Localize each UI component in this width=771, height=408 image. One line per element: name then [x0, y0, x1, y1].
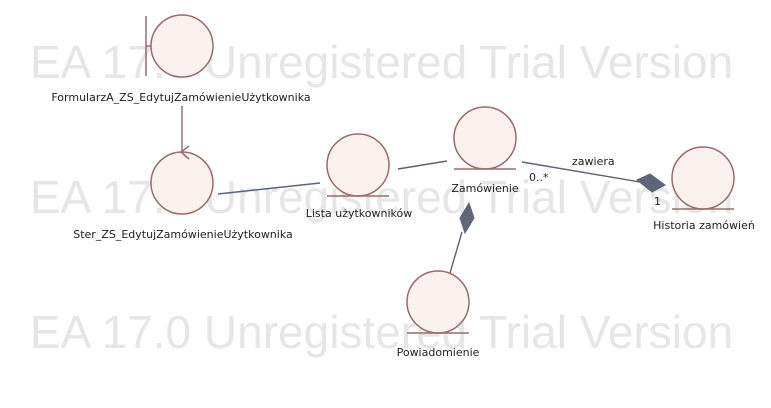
aggregation-diamond-zamowienie — [459, 201, 475, 235]
element-label-historia: Historia zamówień — [653, 219, 755, 232]
element-label-zamowienie: Zamówienie — [451, 182, 519, 195]
element-label-lista: Lista użytkowników — [306, 207, 412, 220]
multiplicity-source: 0..* — [529, 171, 549, 184]
control-element-ster[interactable] — [150, 145, 214, 215]
multiplicity-target: 1 — [654, 195, 661, 208]
element-label-ster: Ster_ZS_EdytujZamówienieUżytkownika — [73, 228, 293, 241]
entity-element-powiadomienie[interactable] — [406, 270, 470, 334]
watermark-text-3: EA 17.0 Unregistered Trial Version — [30, 306, 733, 358]
watermark-text-1: EA 17.0 Unregistered Trial Version — [30, 36, 733, 88]
connector-lista-zamowienie[interactable] — [397, 160, 448, 170]
connector-label-zawiera: zawiera — [572, 155, 615, 168]
connector-zamowienie-historia[interactable] — [521, 161, 666, 193]
aggregation-diamond-historia — [636, 173, 666, 193]
connector-ster-lista[interactable] — [217, 182, 321, 195]
boundary-element-formularz[interactable] — [145, 14, 214, 78]
entity-element-historia[interactable] — [671, 146, 735, 210]
entity-element-lista[interactable] — [326, 133, 390, 197]
element-label-formularz: FormularzA_ZS_EdytujZamówienieUżytkownik… — [51, 91, 310, 104]
entity-element-zamowienie[interactable] — [453, 106, 517, 170]
element-label-powiadomienie: Powiadomienie — [397, 346, 480, 359]
connector-powiadomienie-zamowienie[interactable] — [449, 201, 475, 274]
